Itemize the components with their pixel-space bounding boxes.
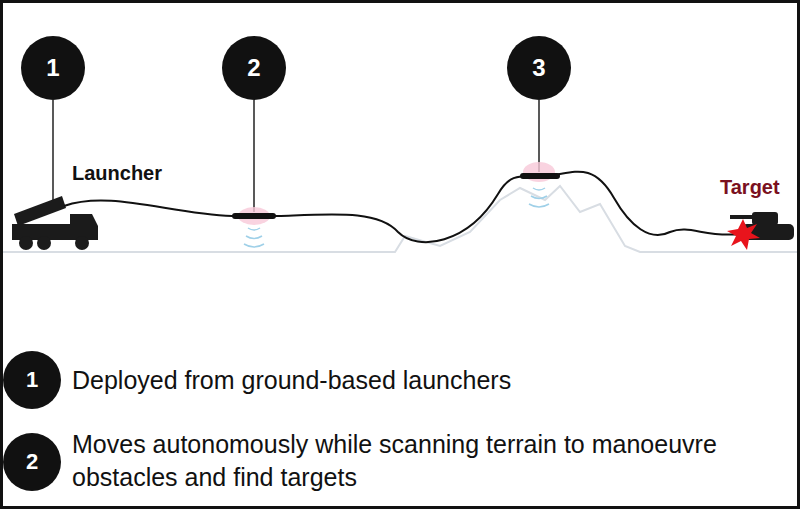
part-label: Launcher bbox=[72, 160, 162, 186]
callout-number: 3 bbox=[532, 54, 545, 82]
explosion bbox=[727, 219, 760, 250]
launcher-truck bbox=[12, 196, 98, 250]
leader-line bbox=[538, 100, 540, 172]
callout-circle: 2 bbox=[3, 433, 61, 491]
callout-number: 1 bbox=[26, 367, 38, 393]
flight-path bbox=[64, 172, 740, 243]
legend-text: Deployed from ground-based launchers bbox=[72, 364, 511, 397]
callout-number: 2 bbox=[26, 449, 38, 475]
callout-circle: 1 bbox=[3, 351, 61, 409]
callout-circle: 3 bbox=[507, 36, 571, 100]
legend-text: Moves autonomously while scanning terrai… bbox=[72, 428, 790, 494]
leader-line bbox=[52, 100, 54, 208]
scan-waves bbox=[529, 188, 549, 207]
callout-circle: 2 bbox=[222, 36, 286, 100]
callout-number: 1 bbox=[46, 54, 59, 82]
terrain-outline bbox=[0, 186, 800, 252]
callout-circle: 1 bbox=[21, 36, 85, 100]
scan-waves bbox=[244, 228, 264, 247]
callout-number: 2 bbox=[247, 54, 260, 82]
missile bbox=[232, 213, 276, 219]
missile bbox=[520, 173, 560, 179]
leader-line bbox=[253, 100, 255, 212]
part-label: Target bbox=[720, 174, 780, 200]
